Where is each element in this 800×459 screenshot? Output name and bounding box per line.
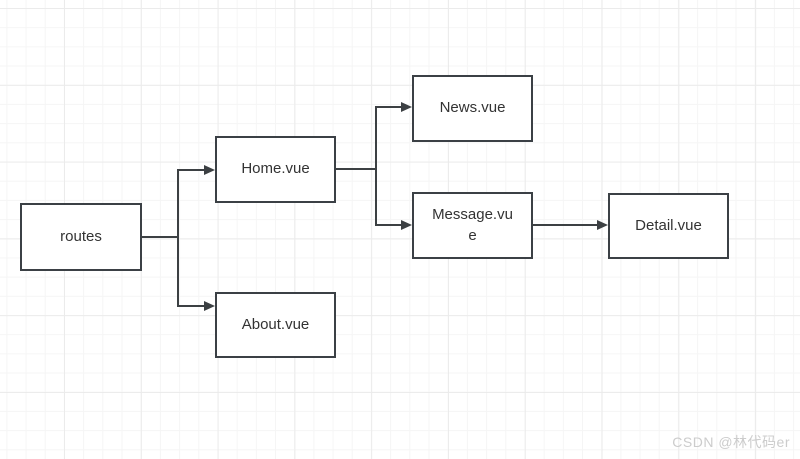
edge-routes-branch-vertical-segment xyxy=(177,169,179,307)
node-news: News.vue xyxy=(412,75,533,142)
node-detail: Detail.vue xyxy=(608,193,729,259)
edge-home-news-arrowhead-icon xyxy=(401,102,412,112)
edge-home-news-segment xyxy=(375,106,402,108)
edge-message-detail-arrowhead-icon xyxy=(597,220,608,230)
edge-routes-home-segment xyxy=(177,169,205,171)
node-message-label: Message.vue xyxy=(432,206,513,244)
watermark: CSDN @林代码er xyxy=(672,434,790,450)
edge-home-out-segment xyxy=(335,168,376,170)
node-routes-label: routes xyxy=(60,227,102,245)
node-home-label: Home.vue xyxy=(241,160,310,178)
edge-message-detail-segment xyxy=(532,224,598,226)
edge-routes-home-arrowhead-icon xyxy=(204,165,215,175)
node-home: Home.vue xyxy=(215,136,336,203)
edge-routes-about-arrowhead-icon xyxy=(204,301,215,311)
node-message: Message.vue xyxy=(412,192,533,259)
edge-home-message-arrowhead-icon xyxy=(401,220,412,230)
node-about-label: About.vue xyxy=(241,315,310,333)
node-detail-label: Detail.vue xyxy=(635,216,702,234)
edge-home-message-segment xyxy=(375,224,402,226)
edge-home-branch-vertical-segment xyxy=(375,106,377,226)
edge-routes-out-segment xyxy=(141,236,178,238)
edge-routes-about-segment xyxy=(177,305,205,307)
node-news-label: News.vue xyxy=(439,99,506,117)
node-routes: routes xyxy=(20,203,142,271)
node-about: About.vue xyxy=(215,292,336,358)
